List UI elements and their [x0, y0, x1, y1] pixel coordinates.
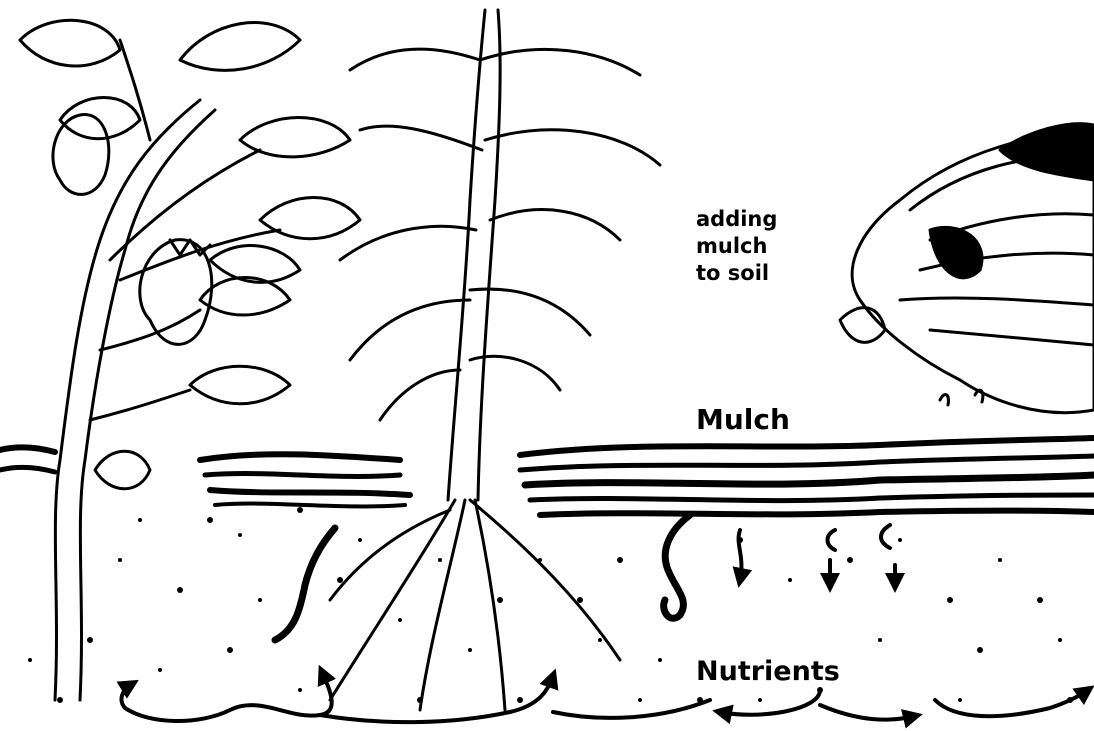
mulch-label: Mulch — [696, 405, 790, 436]
soil-speckles — [28, 507, 1073, 703]
corn-plant — [330, 10, 660, 710]
mulch-layer — [0, 438, 1094, 515]
adding-mulch-line-3: to soil — [696, 260, 777, 287]
adding-mulch-line-1: adding — [696, 206, 777, 233]
nutrients-label: Nutrients — [696, 657, 840, 687]
mulch-bundle — [840, 124, 1094, 413]
nutrient-cycle-arrows — [121, 672, 1088, 722]
adding-mulch-line-2: mulch — [696, 233, 777, 260]
eggplant-plant — [20, 20, 360, 700]
adding-mulch-label: adding mulch to soil — [696, 206, 777, 287]
nutrient-down-arrows — [739, 525, 895, 585]
